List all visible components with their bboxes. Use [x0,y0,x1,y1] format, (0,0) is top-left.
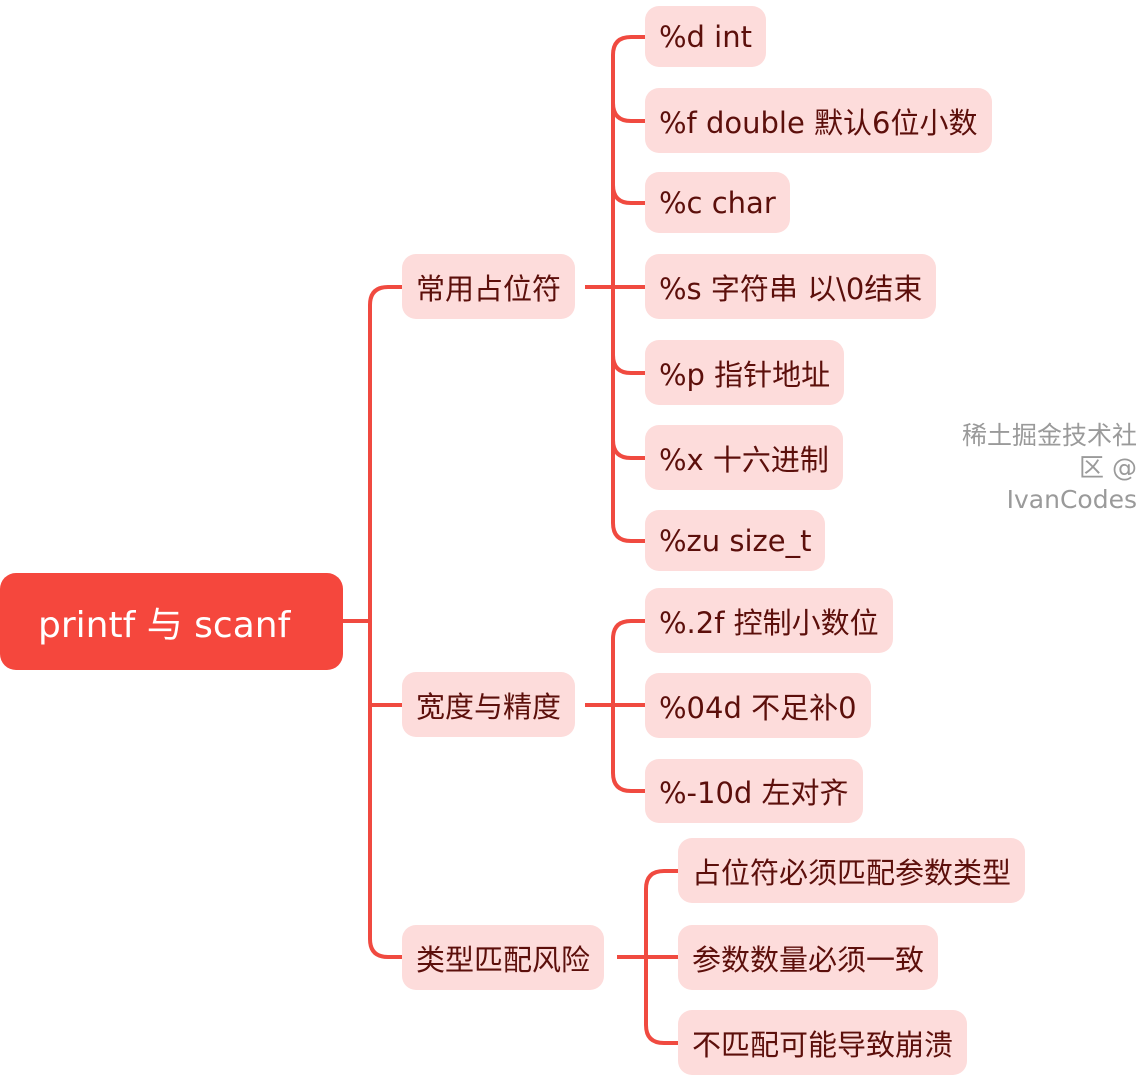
branch1-connector [585,35,645,543]
leaf-node[interactable]: %.2f 控制小数位 [645,588,893,653]
leaf-node[interactable]: %zu size_t [645,510,826,571]
branch-node-common-specifiers[interactable]: 常用占位符 [402,254,576,319]
root-node[interactable]: printf 与 scanf [0,573,343,670]
leaf-node[interactable]: %d int [645,6,766,67]
branch-node-width-precision[interactable]: 宽度与精度 [402,672,576,737]
watermark: 稀土掘金技术社区 @ IvanCodes [961,421,1137,514]
leaf-node[interactable]: %x 十六进制 [645,425,843,490]
branch2-connector [585,619,645,793]
leaf-node[interactable]: 占位符必须匹配参数类型 [678,838,1026,903]
leaf-node[interactable]: 参数数量必须一致 [678,925,939,990]
leaf-node[interactable]: %p 指针地址 [645,340,845,405]
branch3-connector [617,869,678,1045]
leaf-node[interactable]: 不匹配可能导致崩溃 [678,1010,968,1075]
leaf-node[interactable]: %s 字符串 以\0结束 [645,254,937,319]
leaf-node[interactable]: %f double 默认6位小数 [645,88,992,153]
leaf-node[interactable]: %04d 不足补0 [645,673,871,738]
leaf-node[interactable]: %-10d 左对齐 [645,759,863,823]
root-trunk [368,285,402,959]
branch-node-type-mismatch-risk[interactable]: 类型匹配风险 [402,925,605,990]
leaf-node[interactable]: %c char [645,172,790,233]
